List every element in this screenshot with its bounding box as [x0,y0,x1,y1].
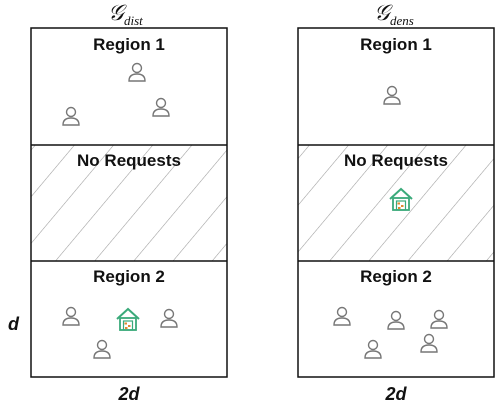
panel-title-main: 𝒢 [108,0,127,25]
region2-label: Region 2 [93,267,165,286]
width-label: 2d [384,384,407,404]
panel-title-main: 𝒢 [374,0,393,25]
person-icon [383,85,401,105]
person-icon [420,333,438,353]
panel-dist: 𝒢 dist Region 1 No Requests Region 2 2d [30,0,228,404]
person-icon [160,308,178,328]
panel-title-sub: dens [390,13,414,28]
person-icon [364,339,382,359]
panel-border [30,27,228,378]
width-label: 2d [117,384,140,404]
person-icon [62,106,80,126]
region2-label: Region 2 [360,267,432,286]
no-requests-label: No Requests [344,151,448,170]
panel-dens: 𝒢 dens Region 1 No Requests Region 2 2d [297,0,495,404]
person-icon [62,306,80,326]
person-icon [333,306,351,326]
no-requests-label: No Requests [77,151,181,170]
person-icon [93,339,111,359]
person-icon [128,62,146,82]
panel-border [297,27,495,378]
person-icon [430,309,448,329]
panel-title-sub: dist [124,13,143,28]
person-icon [387,310,405,330]
region1-label: Region 1 [93,35,165,54]
hatched-zone [31,145,227,261]
height-label: d [8,314,20,334]
person-icon [152,97,170,117]
region1-label: Region 1 [360,35,432,54]
warehouse-icon [116,308,140,331]
